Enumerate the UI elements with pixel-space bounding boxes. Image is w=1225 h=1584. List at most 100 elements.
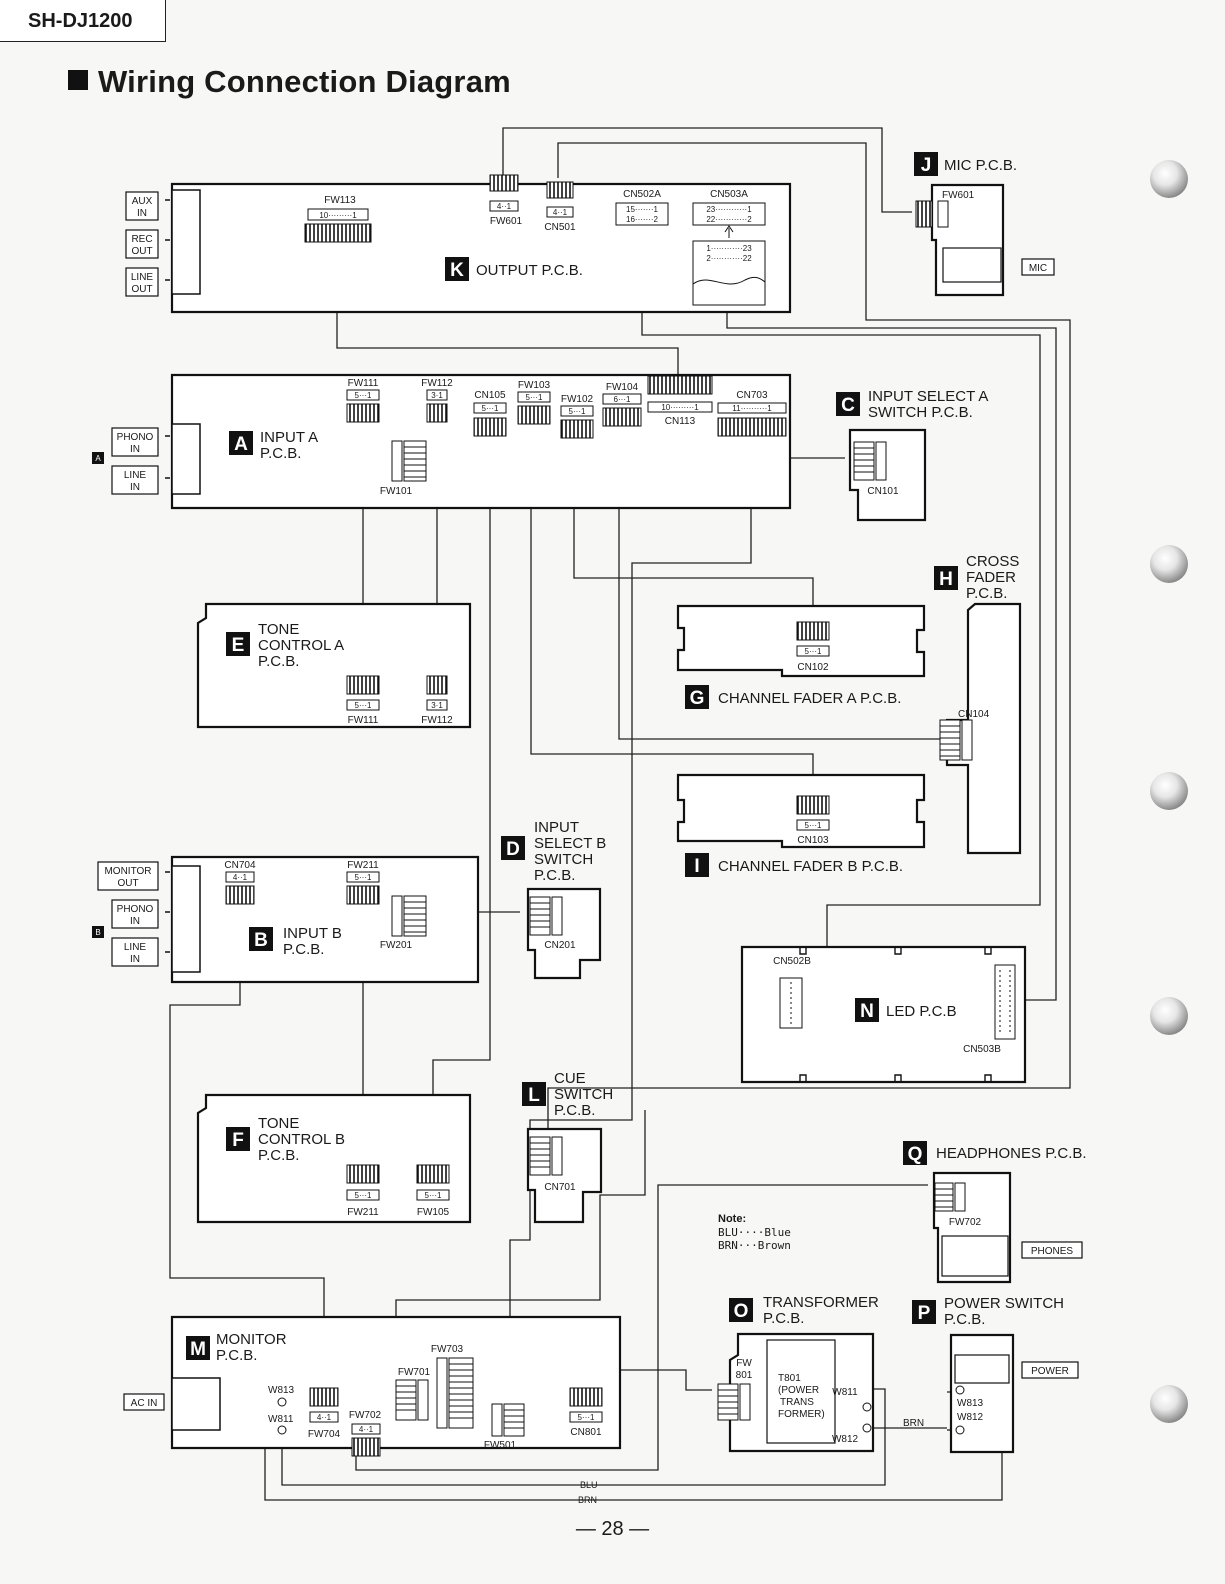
board-a-name-1: INPUT A xyxy=(260,429,318,446)
cn102-pin-box xyxy=(796,645,830,657)
board-l-name-2: SWITCH xyxy=(554,1086,613,1103)
board-p-letter: P xyxy=(918,1303,931,1324)
bullet-square-icon xyxy=(68,70,88,90)
cn503a-pins-1: 23············1 xyxy=(706,205,752,214)
fw601-k-label: FW601 xyxy=(490,216,523,227)
cn703-connector xyxy=(717,417,787,437)
w812-o-terminal xyxy=(862,1423,872,1433)
board-f-name-2: CONTROL B xyxy=(258,1131,345,1148)
fw111-e-pin-box xyxy=(346,699,380,711)
fw211-b-pin-box xyxy=(346,871,380,883)
cn704-label: CN704 xyxy=(224,860,256,871)
phono-in-a-label: PHONO xyxy=(117,432,154,443)
aux-in-label-2: IN xyxy=(137,208,147,219)
fw102-pins: 5···1 xyxy=(569,407,586,416)
board-q-name: HEADPHONES P.C.B. xyxy=(936,1145,1087,1162)
monitor-out-jack xyxy=(97,861,159,891)
board-m-name-2: P.C.B. xyxy=(216,1347,257,1364)
fw101-label: FW101 xyxy=(380,486,413,497)
brn-wire-label-2: BRN xyxy=(578,1495,597,1505)
board-e-name-3: P.C.B. xyxy=(258,653,299,670)
cn101-pins-icon xyxy=(854,447,874,473)
cn701-pin-box xyxy=(551,1136,563,1176)
w811-m-terminal xyxy=(277,1425,287,1435)
board-f-name-3: P.C.B. xyxy=(258,1147,299,1164)
cn701-pins-icon xyxy=(530,1142,550,1168)
board-n-letter: N xyxy=(860,1001,874,1022)
fw102-connector xyxy=(560,419,594,439)
line-out-jack xyxy=(125,267,159,297)
cn701-label: CN701 xyxy=(544,1182,576,1193)
tab xyxy=(799,1074,992,1082)
board-f-letter: F xyxy=(232,1130,244,1151)
cn104-pin-box xyxy=(961,719,973,761)
jack-labels: AUX IN REC OUT LINE OUT PHONO IN LINE IN… xyxy=(92,191,1083,1411)
fw703-pins-icon xyxy=(449,1363,473,1419)
tab xyxy=(165,199,170,281)
board-b-name-2: P.C.B. xyxy=(283,941,324,958)
board-h-name-1: CROSS xyxy=(966,553,1019,570)
board-l-name-3: P.C.B. xyxy=(554,1102,595,1119)
note-line-2: BRN···Brown xyxy=(718,1239,791,1252)
board-n-name: LED P.C.B xyxy=(886,1003,957,1020)
board-o-letter-box xyxy=(729,1298,753,1322)
wire xyxy=(502,127,912,213)
board-p-name-2: P.C.B. xyxy=(944,1311,985,1328)
fw501-pin-box xyxy=(491,1403,503,1437)
cn703-pin-box xyxy=(717,402,787,414)
board-f-letter-box xyxy=(226,1127,250,1151)
note-line-1: BLU····Blue xyxy=(718,1226,791,1239)
board-d-name-4: P.C.B. xyxy=(534,867,575,884)
board-c-letter: C xyxy=(841,395,855,416)
board-m-letter-box xyxy=(186,1336,210,1360)
fw702-m-pins: 4··1 xyxy=(359,1425,374,1434)
cn104-pins-icon xyxy=(940,725,960,757)
fw201-pin-box xyxy=(391,895,403,937)
cn104-label: CN104 xyxy=(958,709,990,720)
cn704-pins: 4··1 xyxy=(233,873,248,882)
cn503a-tear-line xyxy=(692,276,766,285)
fw112-a-pins: 3·1 xyxy=(431,391,443,400)
cn103-connector xyxy=(796,795,830,815)
cn201-pin-box xyxy=(551,896,563,936)
fw111-e-label: FW111 xyxy=(348,715,379,726)
line-in-b-label-2: IN xyxy=(130,954,140,965)
fw701-pin-box xyxy=(417,1379,429,1421)
board-j-name: MIC P.C.B. xyxy=(944,157,1017,174)
board-b-name-1: INPUT B xyxy=(283,925,342,942)
w812-o-label: W812 xyxy=(832,1434,859,1445)
wire-harness xyxy=(169,127,1071,1501)
brn-wire-label: BRN xyxy=(903,1418,924,1429)
fw112-a-connector xyxy=(426,403,448,423)
w813-m-label: W813 xyxy=(268,1385,295,1396)
phono-in-b-label-2: IN xyxy=(130,916,140,927)
fw702-m-connector xyxy=(351,1437,381,1457)
board-k-letter: K xyxy=(450,260,464,281)
fw112-e-pins: 3·1 xyxy=(431,701,443,710)
binder-hole-icon xyxy=(1150,545,1188,583)
fw103-label: FW103 xyxy=(518,380,551,391)
cn105-pin-box xyxy=(473,402,507,414)
cn502a-pins-1: 15·······1 xyxy=(626,205,659,214)
board-a-letter: A xyxy=(234,434,248,455)
board-j-inner xyxy=(942,247,1002,283)
cn201-label: CN201 xyxy=(544,940,576,951)
fw211-f-connector xyxy=(346,1164,380,1184)
power-jack xyxy=(1021,1361,1079,1379)
cn103-pin-box xyxy=(796,819,830,831)
wire xyxy=(726,310,1057,1001)
cn105-pins: 5···1 xyxy=(482,404,499,413)
tab xyxy=(165,435,170,479)
fw111-a-pin-box xyxy=(346,389,380,401)
cn503a-label: CN503A xyxy=(710,189,748,200)
board-m-ac-inlet xyxy=(171,1377,221,1431)
board-g-letter-box xyxy=(685,685,709,709)
board-e-letter-box xyxy=(226,632,250,656)
board-e-letter: E xyxy=(232,635,245,656)
board-k-letter-box xyxy=(445,257,469,281)
fw601-k-pins: 4··1 xyxy=(497,202,512,211)
w812-p-terminal xyxy=(955,1425,965,1435)
cn503a-pins-4: 2············22 xyxy=(706,254,752,263)
fw105-pin-box xyxy=(416,1189,450,1201)
